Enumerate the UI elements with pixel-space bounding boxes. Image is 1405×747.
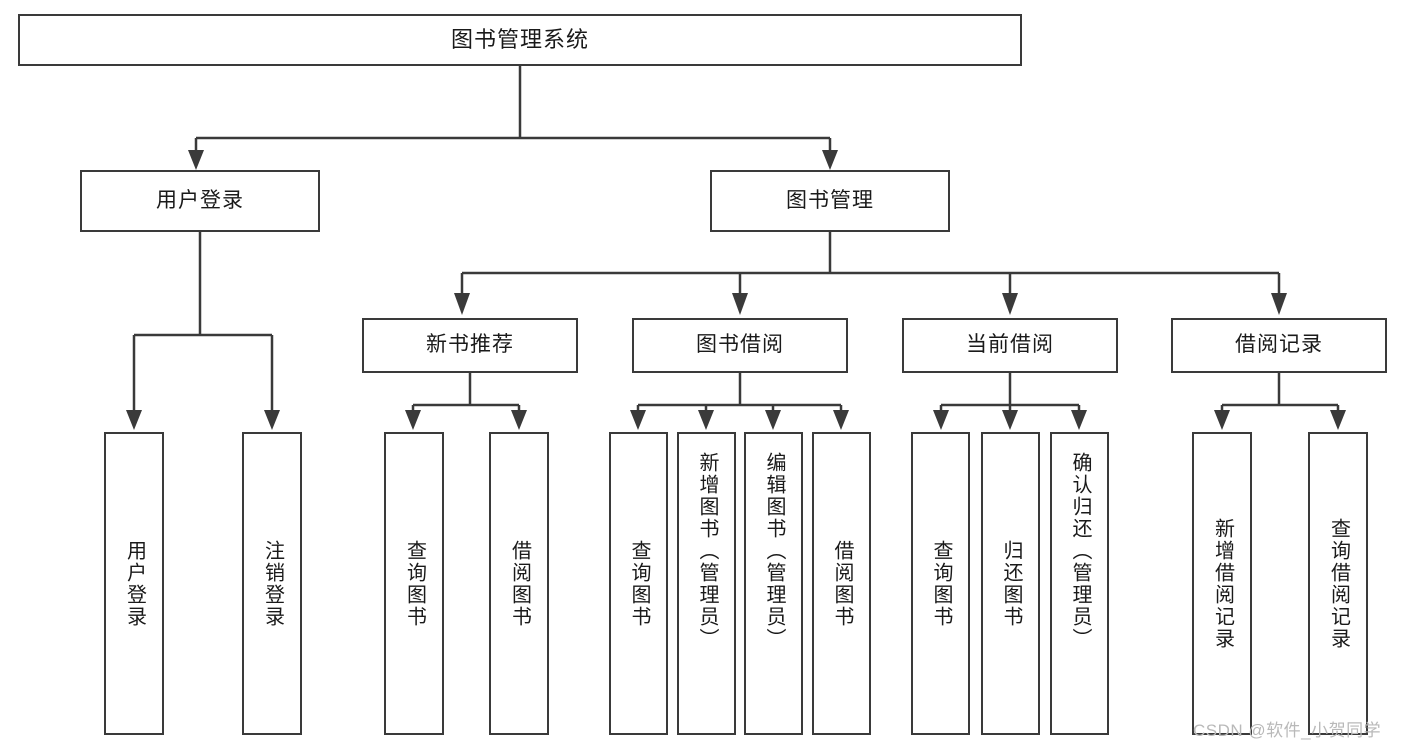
node-label: 图书管理系统 bbox=[450, 27, 589, 53]
arrow-head-recommend-leaf-1 bbox=[405, 410, 421, 430]
leaf-return-book[interactable]: 归还图书 bbox=[981, 432, 1040, 735]
node-label: 借阅记录 bbox=[1235, 333, 1323, 357]
leaf-borrow-book[interactable]: 借阅图书 bbox=[812, 432, 871, 735]
arrow-head-user-login bbox=[188, 150, 204, 170]
node-user-login[interactable]: 用户登录 bbox=[80, 170, 320, 232]
leaf-edit-book-admin[interactable]: 编辑图书（管理员） bbox=[744, 432, 803, 735]
node-label: 查询借阅记录 bbox=[1327, 517, 1350, 650]
node-label: 新书推荐 bbox=[426, 333, 514, 357]
leaf-add-book-admin[interactable]: 新增图书（管理员） bbox=[677, 432, 736, 735]
node-label: 图书借阅 bbox=[696, 333, 784, 357]
arrow-head-new-book-recommend bbox=[454, 293, 470, 315]
node-label: 查询图书 bbox=[628, 539, 650, 628]
arrow-head-current-borrow bbox=[1002, 293, 1018, 315]
node-root-book-management-system[interactable]: 图书管理系统 bbox=[18, 14, 1022, 66]
arrow-head-borrow-leaf-3 bbox=[765, 410, 781, 430]
node-label: 查询图书 bbox=[403, 539, 426, 628]
leaf-query-book-current[interactable]: 查询图书 bbox=[911, 432, 970, 735]
arrow-head-record-leaf-2 bbox=[1330, 410, 1346, 430]
arrow-head-borrow-record bbox=[1271, 293, 1287, 315]
arrow-head-book-borrow bbox=[732, 293, 748, 315]
node-label: 归还图书 bbox=[1000, 539, 1022, 628]
node-label: 新增借阅记录 bbox=[1211, 517, 1234, 650]
node-label: 用户登录 bbox=[123, 539, 146, 628]
arrow-head-borrow-leaf-2 bbox=[698, 410, 714, 430]
node-label: 图书管理 bbox=[786, 188, 874, 212]
leaf-add-borrow-record[interactable]: 新增借阅记录 bbox=[1192, 432, 1252, 735]
node-label: 借阅图书 bbox=[508, 539, 531, 628]
arrow-head-book-manage bbox=[822, 150, 838, 170]
leaf-query-borrow-record[interactable]: 查询借阅记录 bbox=[1308, 432, 1368, 735]
node-book-management[interactable]: 图书管理 bbox=[710, 170, 950, 232]
leaf-query-book-recommend[interactable]: 查询图书 bbox=[384, 432, 444, 735]
leaf-query-book-borrow[interactable]: 查询图书 bbox=[609, 432, 668, 735]
leaf-confirm-return-admin[interactable]: 确认归还（管理员） bbox=[1050, 432, 1109, 735]
arrow-head-borrow-leaf-1 bbox=[630, 410, 646, 430]
node-label: 新增图书（管理员） bbox=[696, 452, 718, 650]
leaf-logout[interactable]: 注销登录 bbox=[242, 432, 302, 735]
leaf-user-login[interactable]: 用户登录 bbox=[104, 432, 164, 735]
arrow-head-current-leaf-3 bbox=[1071, 410, 1087, 430]
arrow-head-recommend-leaf-2 bbox=[511, 410, 527, 430]
node-label: 借阅图书 bbox=[831, 539, 853, 628]
csdn-watermark: CSDN @软件_小贺同学 bbox=[1193, 721, 1382, 740]
arrow-head-current-leaf-1 bbox=[933, 410, 949, 430]
node-label: 注销登录 bbox=[261, 539, 284, 628]
node-label: 编辑图书（管理员） bbox=[763, 452, 785, 650]
node-new-book-recommend[interactable]: 新书推荐 bbox=[362, 318, 578, 373]
node-label: 用户登录 bbox=[156, 188, 244, 212]
node-current-borrow[interactable]: 当前借阅 bbox=[902, 318, 1118, 373]
node-label: 查询图书 bbox=[930, 539, 952, 628]
arrow-head-record-leaf-1 bbox=[1214, 410, 1230, 430]
arrow-head-borrow-leaf-4 bbox=[833, 410, 849, 430]
node-label: 确认归还（管理员） bbox=[1069, 452, 1091, 650]
arrow-head-current-leaf-2 bbox=[1002, 410, 1018, 430]
arrow-head-leaf-user-login bbox=[126, 410, 142, 430]
node-borrow-record[interactable]: 借阅记录 bbox=[1171, 318, 1387, 373]
leaf-borrow-book-recommend[interactable]: 借阅图书 bbox=[489, 432, 549, 735]
node-book-borrow[interactable]: 图书借阅 bbox=[632, 318, 848, 373]
arrow-head-leaf-logout bbox=[264, 410, 280, 430]
node-label: 当前借阅 bbox=[966, 333, 1054, 357]
